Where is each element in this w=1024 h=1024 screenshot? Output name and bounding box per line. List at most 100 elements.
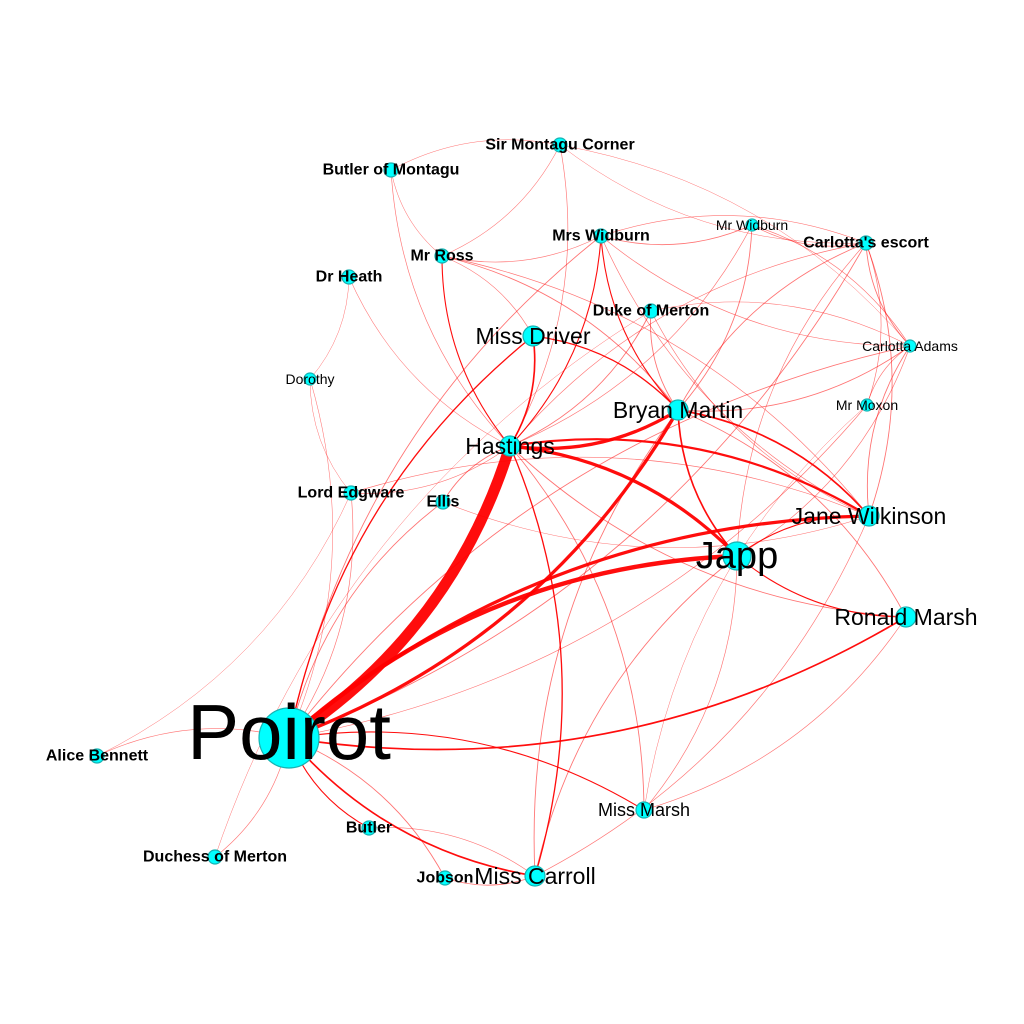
edge-jane-duke bbox=[650, 310, 870, 517]
node-jobson[interactable] bbox=[437, 870, 453, 886]
edge-bryan-misscarroll bbox=[533, 409, 679, 877]
label-mrw: Mr Widburn bbox=[716, 217, 788, 233]
edge-japp-ronald bbox=[736, 555, 907, 618]
node-duchess[interactable] bbox=[207, 849, 223, 865]
node-layer bbox=[89, 137, 917, 887]
node-dorothy[interactable] bbox=[303, 372, 317, 386]
edge-carlotta-moxon bbox=[866, 345, 911, 406]
edge-bryan-ronald bbox=[677, 409, 907, 618]
label-missdriver: Miss Driver bbox=[476, 323, 591, 349]
label-hastings: Hastings bbox=[465, 433, 554, 459]
label-mrsw: Mrs Widburn bbox=[552, 228, 650, 245]
label-butlerm: Butler of Montagu bbox=[323, 162, 460, 179]
edge-poirot-mrsw bbox=[288, 235, 602, 739]
edge-bryan-jane bbox=[677, 409, 870, 517]
edge-poirot-missdriver bbox=[288, 335, 534, 739]
edge-missmarsh-ronald bbox=[643, 616, 907, 811]
node-missmarsh[interactable] bbox=[635, 801, 653, 819]
edge-dorothy-edgware bbox=[309, 378, 352, 494]
node-alice[interactable] bbox=[89, 748, 105, 764]
edge-hastings-mrsw bbox=[509, 235, 602, 447]
label-bryan: Bryan Martin bbox=[613, 397, 743, 423]
label-misscarroll: Miss Carroll bbox=[474, 863, 595, 889]
node-ronald[interactable] bbox=[895, 606, 917, 628]
node-mrsw[interactable] bbox=[593, 228, 609, 244]
edge-hastings-butlerm bbox=[390, 169, 511, 447]
edge-poirot-moxon bbox=[288, 404, 868, 739]
label-butler: Butler bbox=[346, 820, 392, 837]
edge-sirmontagu-butlerm bbox=[390, 139, 561, 171]
edge-hastings-sirmontagu bbox=[509, 144, 569, 447]
edge-bryan-mrw bbox=[677, 224, 753, 411]
edge-bryan-escort bbox=[677, 242, 867, 411]
label-missmarsh: Miss Marsh bbox=[598, 800, 690, 820]
label-jobson: Jobson bbox=[417, 870, 474, 887]
edge-bryan-carlotta bbox=[677, 345, 911, 412]
edge-mrsw-mrw bbox=[600, 224, 753, 246]
node-edgware[interactable] bbox=[343, 485, 359, 501]
node-butler[interactable] bbox=[361, 820, 377, 836]
node-japp[interactable] bbox=[722, 541, 752, 571]
node-escort[interactable] bbox=[858, 235, 874, 251]
edge-poirot-jane bbox=[287, 514, 871, 740]
edge-japp-missmarsh bbox=[643, 555, 738, 811]
edge-hastings-bryan bbox=[508, 408, 680, 451]
label-ellis: Ellis bbox=[427, 494, 460, 511]
label-escort: Carlotta's escort bbox=[803, 235, 929, 252]
edge-edgware-jane bbox=[350, 456, 870, 517]
label-poirot: Poirot bbox=[187, 688, 391, 776]
node-poirot[interactable] bbox=[258, 707, 320, 769]
label-drheath: Dr Heath bbox=[316, 269, 383, 286]
node-duke[interactable] bbox=[643, 303, 659, 319]
node-hastings[interactable] bbox=[499, 435, 521, 457]
edge-sirmontagu-carlotta bbox=[559, 144, 911, 347]
edge-japp-misscarroll bbox=[534, 555, 738, 877]
edge-layer bbox=[96, 139, 911, 886]
edge-duke-carlotta bbox=[650, 301, 911, 347]
edge-mrsw-ross bbox=[441, 235, 602, 263]
edge-bryan-missdriver bbox=[532, 335, 679, 411]
edge-hastings-japp bbox=[508, 444, 739, 558]
edge-poirot-hastings bbox=[283, 440, 516, 744]
edge-mrsw-carlotta bbox=[600, 235, 911, 347]
label-duke: Duke of Merton bbox=[593, 303, 709, 320]
label-ronald: Ronald Marsh bbox=[834, 604, 977, 630]
node-moxon[interactable] bbox=[860, 398, 874, 412]
node-jane[interactable] bbox=[858, 505, 880, 527]
edge-hastings-mrw bbox=[509, 224, 753, 447]
edge-bryan-duke bbox=[650, 310, 679, 411]
edge-ross-sirmontagu bbox=[441, 144, 561, 257]
edge-moxon-missmarsh bbox=[643, 404, 868, 811]
edge-poirot-escort bbox=[288, 242, 867, 739]
edge-ross-missdriver bbox=[441, 255, 534, 337]
node-bryan[interactable] bbox=[667, 399, 689, 421]
label-dorothy: Dorothy bbox=[285, 371, 334, 387]
label-ross: Mr Ross bbox=[410, 248, 473, 265]
node-drheath[interactable] bbox=[341, 269, 357, 285]
edge-hastings-edgware bbox=[350, 445, 511, 494]
node-carlotta[interactable] bbox=[903, 339, 917, 353]
node-ross[interactable] bbox=[434, 248, 450, 264]
node-ellis[interactable] bbox=[435, 494, 451, 510]
label-moxon: Mr Moxon bbox=[836, 397, 898, 413]
edge-hastings-drheath bbox=[348, 276, 511, 447]
edge-mrw-escort bbox=[751, 224, 867, 247]
edge-mrsw-escort bbox=[600, 215, 867, 244]
edge-hastings-jane bbox=[508, 438, 871, 518]
edge-jane-carlotta bbox=[866, 345, 911, 517]
edge-jane-escort bbox=[865, 242, 893, 517]
edge-bryan-mrsw bbox=[600, 235, 679, 411]
edge-drheath-dorothy bbox=[309, 276, 350, 380]
node-mrw[interactable] bbox=[745, 218, 759, 232]
node-misscarroll[interactable] bbox=[524, 865, 546, 887]
edge-poirot-missmarsh bbox=[288, 731, 645, 811]
node-missdriver[interactable] bbox=[522, 325, 544, 347]
label-sirmontagu: Sir Montagu Corner bbox=[485, 137, 634, 154]
node-butlerm[interactable] bbox=[383, 162, 399, 178]
edge-poirot-ellis bbox=[288, 501, 444, 739]
node-sirmontagu[interactable] bbox=[552, 137, 568, 153]
edge-hastings-duke bbox=[509, 310, 652, 447]
edge-duchess-duke bbox=[214, 310, 652, 858]
